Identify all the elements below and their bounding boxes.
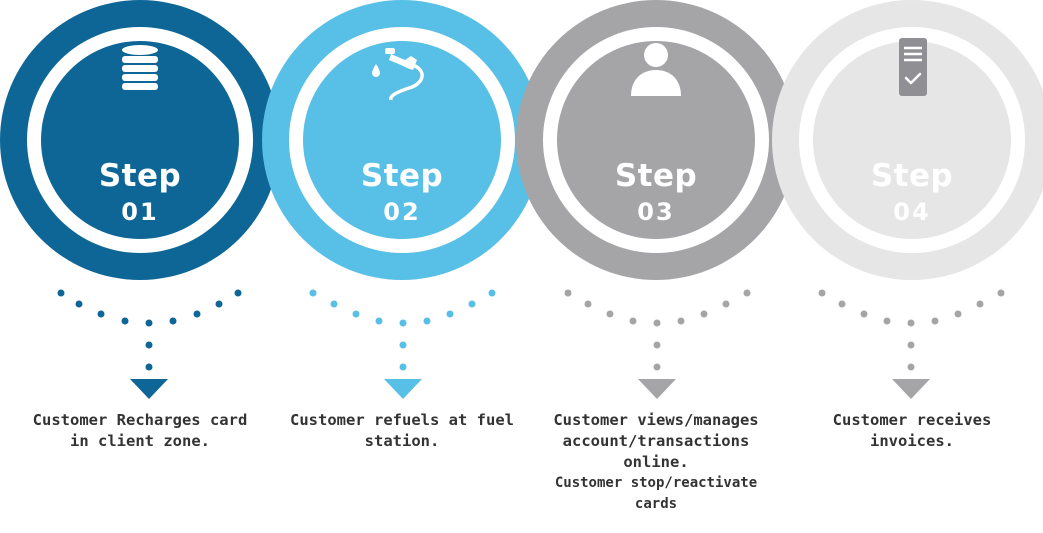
step-word: Step <box>360 158 444 194</box>
coins-icon <box>99 38 181 100</box>
connector-dot <box>954 310 962 318</box>
connector-dot <box>907 341 915 349</box>
connector-dot <box>145 363 153 371</box>
connector-dot <box>145 319 153 327</box>
caption-line: account/transactions <box>562 432 750 450</box>
caption-line: online. <box>623 453 689 471</box>
connector-dot <box>818 289 826 297</box>
dotted-connector <box>818 289 1005 399</box>
connector-dot <box>330 300 338 308</box>
caption-line: in client zone. <box>70 432 210 450</box>
connector-dot <box>468 300 476 308</box>
connector-dot <box>931 317 939 325</box>
caption-line: invoices. <box>870 432 954 450</box>
step-number: 02 <box>383 198 421 226</box>
down-arrow-icon <box>384 379 422 399</box>
step-word: Step <box>98 158 182 194</box>
step-outer-circle: Step 01 <box>0 0 280 280</box>
step-word: Step <box>870 158 954 194</box>
connector-dot <box>976 300 984 308</box>
invoice-document-icon <box>871 38 953 100</box>
connector-dot <box>446 310 454 318</box>
caption-line: Customer receives <box>832 411 992 429</box>
step-number: 03 <box>637 198 675 226</box>
connector-dot <box>907 363 915 371</box>
caption-line: Customer refuels at fuel <box>290 411 514 429</box>
step-ring <box>289 27 515 253</box>
step-outer-circle: Step 04 <box>772 0 1043 280</box>
dotted-connector <box>564 289 751 399</box>
connector-dot <box>653 341 661 349</box>
connector-dot <box>193 310 201 318</box>
connector-dot <box>57 289 65 297</box>
fuel-nozzle-icon <box>361 38 443 100</box>
connector-dot <box>215 300 223 308</box>
connector-dot <box>399 363 407 371</box>
step-caption: Customer Recharges card in client zone. <box>10 410 270 452</box>
connector-dot <box>121 317 129 325</box>
connector-dot <box>97 310 105 318</box>
connector-dot <box>375 317 383 325</box>
connector-dot <box>169 317 177 325</box>
connector-dot <box>700 310 708 318</box>
dotted-connector <box>57 289 242 399</box>
step-03: Step 03 Customer views/manages account/t… <box>516 0 796 533</box>
connector-dot <box>629 317 637 325</box>
connector-dot <box>883 317 891 325</box>
connector-dot <box>75 300 83 308</box>
step-number: 01 <box>121 198 159 226</box>
caption-line: Customer views/manages <box>553 411 759 429</box>
step-caption: Customer refuels at fuel station. <box>272 410 532 452</box>
connector-dot <box>743 289 751 297</box>
step-outer-circle: Step 02 <box>262 0 542 280</box>
step-number: 04 <box>893 198 931 226</box>
step-caption: Customer views/manages account/transacti… <box>526 410 786 515</box>
connector-dot <box>653 363 661 371</box>
user-icon <box>615 38 697 100</box>
caption-line: Customer Recharges card <box>32 411 248 429</box>
step-caption: Customer receives invoices. <box>782 410 1042 452</box>
connector-dot <box>838 300 846 308</box>
step-ring <box>799 27 1025 253</box>
connector-dot <box>564 289 572 297</box>
step-02: Step 02 Customer refuels at fuel station… <box>262 0 542 533</box>
connector-dot <box>234 289 242 297</box>
connector-dot <box>860 310 868 318</box>
step-outer-circle: Step 03 <box>516 0 796 280</box>
step-word: Step <box>614 158 698 194</box>
connector-dot <box>653 319 661 327</box>
connector-dot <box>997 289 1005 297</box>
connector-dot <box>399 319 407 327</box>
connector-dot <box>145 341 153 349</box>
caption-line: Customer stop/reactivate <box>554 475 758 491</box>
connector-dot <box>309 289 317 297</box>
step-01: Step 01 Customer Recharges card in clien… <box>0 0 280 533</box>
down-arrow-icon <box>638 379 676 399</box>
dotted-connector <box>309 289 496 399</box>
step-04: Step 04 Customer receives invoices. <box>772 0 1043 533</box>
connector-dot <box>606 310 614 318</box>
connector-dot <box>399 341 407 349</box>
caption-line: cards <box>634 496 678 512</box>
caption-line: station. <box>364 432 440 450</box>
connector-dot <box>677 317 685 325</box>
down-arrow-icon <box>892 379 930 399</box>
connector-dot <box>352 310 360 318</box>
step-inner-circle <box>303 41 501 239</box>
connector-dot <box>584 300 592 308</box>
connector-dot <box>722 300 730 308</box>
connector-dot <box>907 319 915 327</box>
down-arrow-icon <box>130 379 168 399</box>
connector-dot <box>423 317 431 325</box>
connector-dot <box>488 289 496 297</box>
